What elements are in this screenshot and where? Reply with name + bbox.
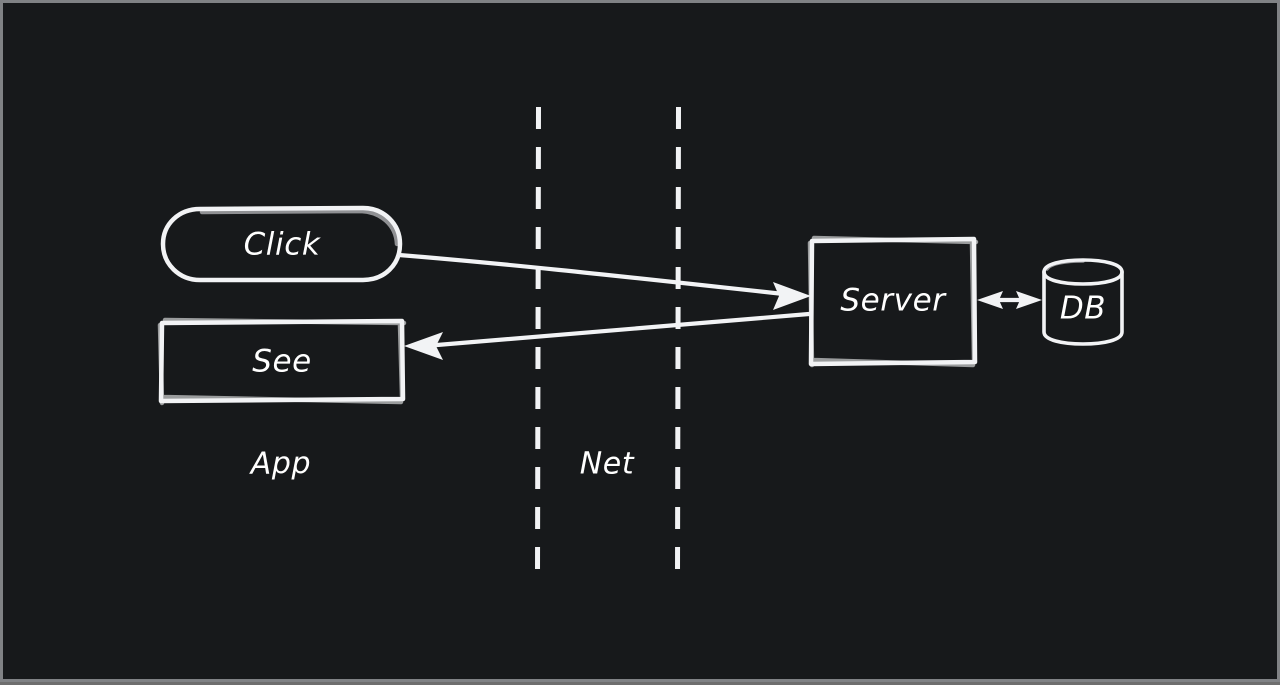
edge-click-to-server[interactable]	[396, 252, 811, 310]
lane-label-app: App	[249, 447, 311, 482]
node-click[interactable]: Click	[160, 205, 403, 283]
arrowhead-left-to-see	[404, 332, 443, 360]
edge-server-to-see[interactable]	[404, 311, 812, 360]
node-db-label: DB	[1060, 291, 1106, 327]
lane-divider-right	[675, 106, 681, 576]
node-db[interactable]: DB	[1042, 258, 1124, 346]
arrowhead-right-to-db	[1016, 291, 1042, 309]
arrowhead-right-to-server	[773, 282, 811, 310]
edge-server-db[interactable]	[977, 291, 1042, 309]
node-server-label: Server	[840, 283, 947, 319]
node-click-label: Click	[244, 227, 321, 263]
diagram-surface: Click See Server DB App Net	[157, 106, 1124, 576]
lane-divider-left	[535, 106, 541, 576]
lane-label-net: Net	[580, 447, 635, 482]
arrowhead-left-to-server	[977, 291, 1003, 309]
node-server[interactable]: Server	[807, 235, 979, 368]
node-see-label: See	[252, 344, 312, 380]
node-see[interactable]: See	[157, 317, 407, 406]
